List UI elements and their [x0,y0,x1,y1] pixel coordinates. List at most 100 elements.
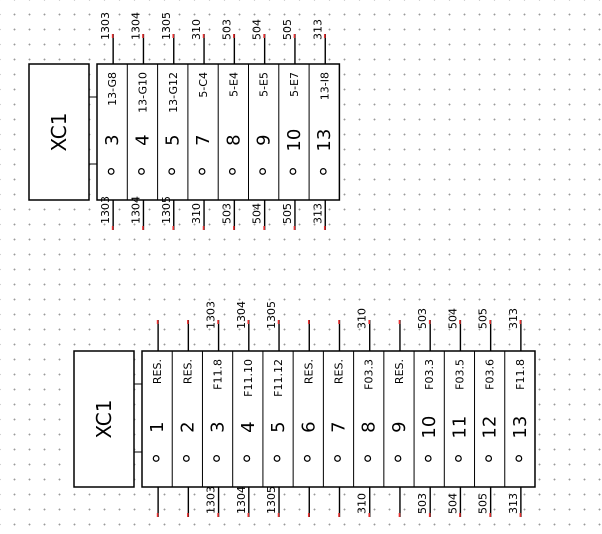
terminal-5: 13-G12 5 1305 1305 [157,12,184,230]
terminal-screw-icon [515,455,523,462]
terminal-4: 13-G10 4 1304 1304 [126,12,153,230]
wire-label-top: 313 [311,19,324,40]
terminal-screw-icon [485,455,493,462]
terminal-number: 3 [102,134,123,145]
terminal-number: 13 [314,129,335,152]
terminal-number: 6 [298,421,319,432]
terminal-label: F11.8 [212,359,225,390]
wire-label-top: 505 [281,19,294,40]
terminal-label: RES. [151,359,164,384]
terminal-screw-icon [138,168,145,175]
terminal-label: F11.10 [242,359,255,397]
terminal-number: 9 [389,421,410,432]
terminal-number: 1 [147,421,168,432]
terminal-1: RES. 1 [147,320,168,517]
wire-label-top: 310 [356,308,369,329]
wire-label-top: 313 [507,308,520,329]
terminal-screw-icon [213,455,220,462]
terminal-screw-icon [107,168,115,175]
terminal-label: 5-E7 [288,72,301,97]
terminal-screw-icon [394,455,402,462]
strip-name-box [28,63,90,201]
terminal-11: F03.5 11 504 504 [443,308,470,517]
terminal-number: 9 [254,134,275,145]
terminal-number: 11 [449,416,470,439]
wire-label-bottom: 504 [446,493,459,514]
wire-label-bottom: 1305 [265,486,278,514]
terminal-label: 13-G10 [136,72,149,113]
terminal-label: F03.5 [453,359,466,390]
terminal-screw-icon [259,168,267,175]
terminal-label: 13-G12 [167,72,180,113]
terminal-label: 5-C4 [197,72,210,98]
terminal-screw-icon [455,455,462,462]
terminal-label: F03.6 [484,359,497,390]
terminal-block-outline [141,350,536,488]
terminal-label: 5-E5 [258,72,271,97]
wire-label-bottom: 313 [311,203,324,224]
terminal-screw-icon [198,168,206,175]
wire-label-top: 504 [251,19,264,40]
terminal-screw-icon [424,455,432,462]
terminal-9: RES.9 [383,320,410,517]
wire-label-bottom: 310 [190,203,203,224]
wire-label-top: 1303 [205,301,218,329]
terminal-screw-icon [303,455,311,462]
wire-label-bottom: 313 [507,493,520,514]
terminal-label: RES. [332,359,345,384]
terminal-screw-icon [273,455,281,462]
terminal-label: RES. [302,359,315,384]
terminal-label: F03.3 [363,359,376,390]
terminal-13: 13-I8 13 313 313 [308,19,335,230]
terminal-label: RES. [181,359,194,384]
wire-label-bottom: 505 [281,203,294,224]
terminal-strip-2: XC1RES.1RES.2F11.8313031303F11.104130413… [73,301,536,517]
wire-label-top: 1304 [129,12,142,40]
terminal-number: 3 [208,421,229,432]
terminal-number: 10 [284,129,305,152]
wire-label-top: 503 [416,308,429,329]
wire-label-top: 1304 [235,301,248,329]
terminal-number: 5 [268,421,289,432]
terminal-screw-icon [334,455,341,462]
terminal-screw-icon [228,168,236,175]
wire-label-bottom: 503 [220,203,233,224]
wire-label-bottom: 310 [356,493,369,514]
wire-label-top: 310 [190,19,203,40]
terminal-number: 8 [223,134,244,145]
terminal-number: 2 [177,421,198,432]
wire-label-top: 503 [220,19,233,40]
wire-label-top: 1305 [160,12,173,40]
terminal-number: 5 [163,134,184,145]
terminal-screw-icon [243,455,251,462]
strip-name: XC1 [47,113,71,152]
wire-label-bottom: 1304 [129,196,142,224]
terminal-7: 5-C4 7 310 310 [187,19,214,230]
wire-label-bottom: 1303 [99,196,112,224]
terminal-label: 13-I8 [318,72,331,100]
terminal-number: 4 [238,421,259,432]
terminal-10: 5-E7 10 505 505 [278,19,305,230]
terminal-label: F11.12 [272,359,285,397]
terminal-number: 7 [193,134,214,145]
wire-label-bottom: 1305 [160,196,173,224]
wire-label-top: 504 [446,308,459,329]
terminal-label: 13-G8 [106,72,119,106]
terminal-screw-icon [168,168,176,175]
wire-label-top: 505 [477,308,490,329]
strip-name-box [73,350,135,488]
terminal-screw-icon [182,455,190,462]
terminal-number: 4 [132,134,153,145]
terminal-strip-1: XC113-G831303130313-G1041304130413-G1251… [28,12,341,230]
terminal-2: RES. 2 [171,320,198,517]
